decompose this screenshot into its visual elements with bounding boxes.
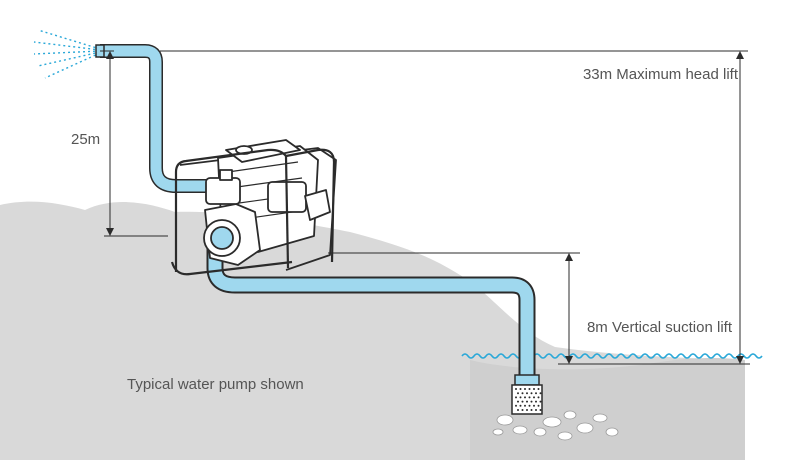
strainer-mesh-hole: [517, 400, 519, 403]
strainer-mesh-hole: [533, 396, 535, 399]
strainer-mesh-hole: [530, 400, 533, 403]
strainer-mesh-hole: [521, 392, 524, 395]
suction-lift-label: 8m Vertical suction lift: [586, 319, 732, 336]
pebbles: [492, 410, 619, 441]
strainer-mesh-hole: [526, 392, 528, 395]
strainer-mesh-hole: [533, 404, 535, 407]
water-surface: [461, 353, 763, 359]
strainer-mesh-hole: [537, 404, 540, 407]
strainer-mesh-hole: [535, 400, 537, 403]
strainer-mesh-hole: [515, 396, 517, 399]
strainer-mesh-hole: [530, 392, 533, 395]
water-pump-icon: [170, 139, 337, 276]
discharge-hose: [95, 44, 215, 193]
strainer-mesh-hole: [519, 404, 522, 407]
strainer-mesh-hole: [537, 388, 540, 390]
strainer-mesh-hole: [521, 400, 524, 403]
dimension-arrowheads: [106, 51, 744, 364]
strainer-mesh-hole: [537, 396, 540, 399]
strainer-mesh-hole: [515, 404, 517, 407]
caption: Typical water pump shown: [127, 376, 304, 393]
strainer-mesh-hole: [528, 404, 531, 407]
strainer-mesh-hole: [521, 409, 524, 411]
strainer-mesh-hole: [517, 409, 519, 411]
water-spray-icon: [33, 29, 101, 79]
strainer-mesh-hole: [524, 396, 526, 399]
suction-hose: [206, 242, 536, 378]
strainer-mesh-hole: [530, 409, 533, 411]
strainer-mesh-hole: [535, 392, 537, 395]
strainer-mesh-hole: [517, 392, 519, 395]
strainer-mesh-hole: [526, 409, 528, 411]
strainer-mesh-hole: [524, 388, 526, 390]
strainer-mesh-hole: [539, 392, 542, 395]
measurement-lines: [100, 50, 750, 365]
strainer-mesh-hole: [526, 400, 528, 403]
strainer-icon: [511, 374, 543, 415]
strainer-mesh-hole: [535, 409, 537, 411]
discharge-height-label: 25m: [71, 131, 101, 148]
strainer-mesh-hole: [528, 388, 531, 390]
max-head-lift-label: 33m Maximum head lift: [582, 66, 738, 83]
strainer-mesh-hole: [515, 388, 517, 390]
strainer-mesh-hole: [524, 404, 526, 407]
strainer-mesh-hole: [519, 388, 522, 390]
strainer-mesh-hole: [528, 396, 531, 399]
strainer-mesh-hole: [539, 409, 542, 411]
strainer-mesh-hole: [519, 396, 522, 399]
strainer-mesh-hole: [533, 388, 535, 390]
strainer-mesh-hole: [539, 400, 542, 403]
